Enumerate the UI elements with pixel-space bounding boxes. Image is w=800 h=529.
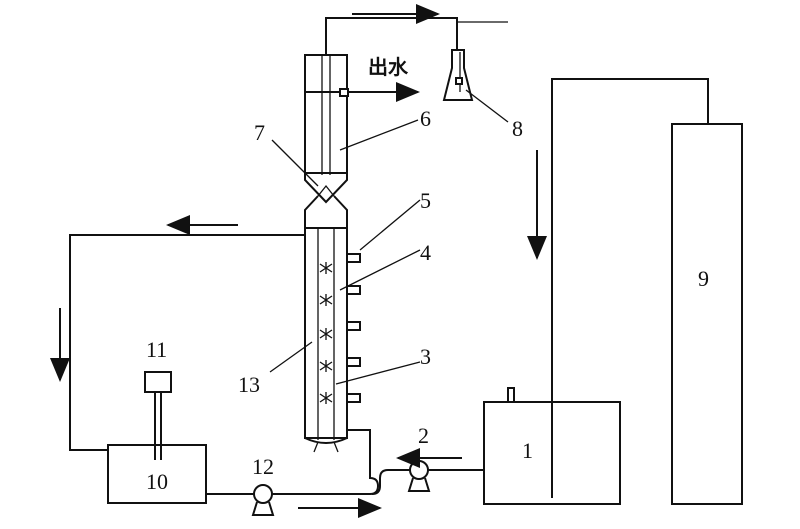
outlet-label: 出水 [368, 55, 409, 79]
flask-8 [442, 49, 474, 101]
label-13: 13 [238, 372, 260, 397]
label-12: 12 [252, 454, 274, 479]
label-3: 3 [420, 344, 431, 369]
tank-10 [107, 444, 207, 504]
settler-inner [321, 55, 331, 175]
stirrer-11 [144, 371, 172, 393]
pipe-9-to-1 [551, 78, 709, 498]
label-4: 4 [420, 240, 431, 265]
outlet-valve [339, 88, 349, 97]
label-2: 2 [418, 423, 429, 448]
tank-1 [483, 401, 621, 505]
leader-lines [269, 89, 509, 385]
label-6: 6 [420, 106, 431, 131]
label-7: 7 [254, 120, 265, 145]
reactor-inner-tube [317, 228, 335, 440]
label-9: 9 [698, 266, 709, 291]
reactor-bottom-feet [313, 441, 339, 453]
label-8: 8 [512, 116, 523, 141]
gas-column-9 [671, 123, 743, 505]
pump-12 [253, 484, 273, 504]
settler-upper [304, 54, 348, 174]
label-11: 11 [146, 337, 167, 362]
label-1: 1 [522, 438, 533, 463]
reactor-cone [304, 172, 348, 228]
pump-2 [409, 460, 429, 480]
recycle-pipe [69, 234, 305, 451]
tank-1-vent [507, 387, 515, 402]
sampling-ports [346, 253, 361, 403]
flask-stopper [455, 77, 463, 85]
pipe-1-to-reactor [371, 469, 484, 495]
pipe-10-to-reactor [206, 429, 380, 495]
pump-12-base [251, 501, 275, 516]
reactor-column [304, 227, 348, 439]
inner-cone-7 [317, 184, 335, 197]
label-5: 5 [420, 188, 431, 213]
reactor-bottom-cone [304, 437, 348, 444]
pump-2-base [407, 477, 431, 492]
label-10: 10 [146, 469, 168, 494]
biofilm-carriers [319, 262, 333, 404]
gas-pipe-to-8 [325, 17, 458, 55]
stirrer-shaft [154, 392, 162, 460]
